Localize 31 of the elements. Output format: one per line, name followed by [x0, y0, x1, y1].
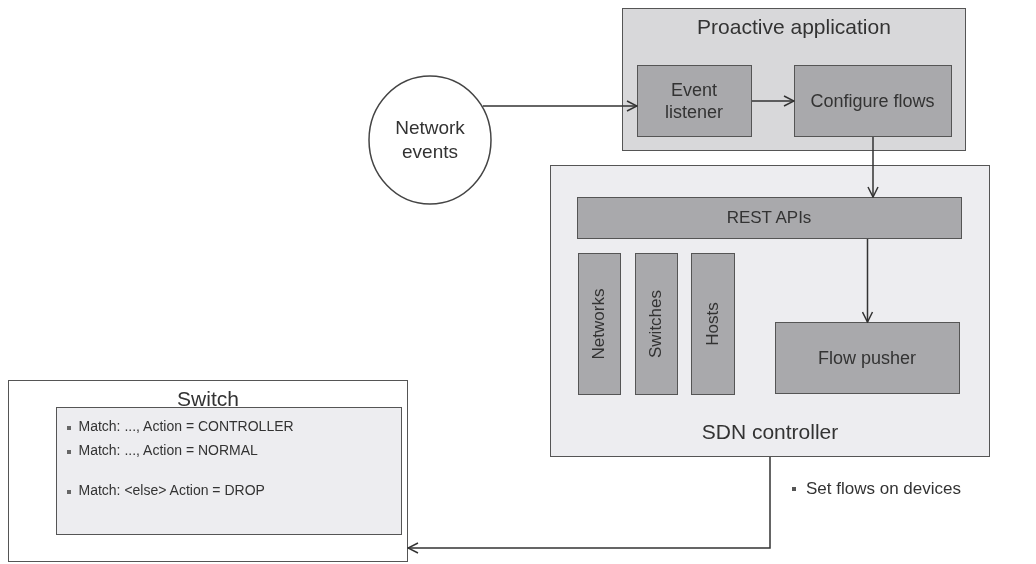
heading-text: Proactive application	[696, 15, 892, 39]
arrow	[867, 136, 879, 198]
controller-box	[550, 165, 990, 457]
arrow	[861, 238, 874, 323]
node-label: REST APIs	[726, 206, 812, 229]
node-label: Networks	[589, 288, 609, 359]
arrow	[751, 95, 795, 107]
node-label: Hosts	[702, 301, 723, 346]
arrow	[482, 100, 638, 112]
process-box	[774, 321, 960, 394]
process-box	[636, 64, 752, 137]
heading-text: Switch	[176, 387, 240, 411]
node-label: Switches	[646, 289, 666, 358]
node-label: Network events	[394, 116, 466, 164]
module-bar	[690, 252, 735, 395]
rule-text: Match: ..., Action = NORMAL	[78, 441, 258, 458]
arrow	[407, 456, 771, 554]
node-label: Configure flows	[809, 89, 936, 112]
event-circle	[368, 75, 492, 205]
heading-text: SDN controller	[700, 420, 840, 444]
node-label: Event listener	[664, 78, 724, 123]
switch-box	[8, 380, 408, 562]
rule-text: Match: <else> Action = DROP	[78, 481, 265, 498]
process-box	[793, 64, 952, 137]
module-bar	[634, 252, 678, 395]
application-box	[622, 8, 966, 151]
module-bar	[577, 252, 621, 395]
flow-table-box	[55, 406, 402, 535]
node-label: Flow pusher	[818, 346, 916, 369]
api-bar	[576, 196, 962, 239]
rule-text: Match: ..., Action = CONTROLLER	[78, 417, 294, 434]
